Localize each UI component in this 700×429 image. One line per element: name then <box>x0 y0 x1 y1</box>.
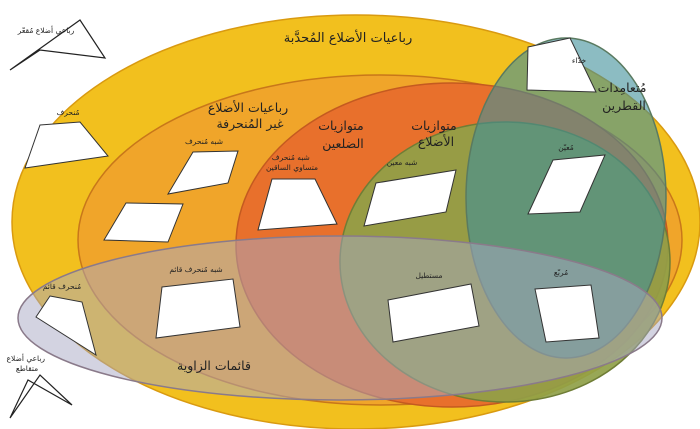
crossed-label-line1: رباعي أضلاع <box>7 353 46 363</box>
trapezoid-shape <box>24 121 109 169</box>
nonconvex-shape <box>9 19 107 71</box>
nonconvex-label: رباعي أضلاع مُقعّر <box>17 25 75 35</box>
parallelograms-title: متوازيات الأضلاع <box>411 118 460 149</box>
crossed-shape <box>9 374 73 419</box>
isosceles-trapezoid-label-line2: متساوي الساقين <box>266 163 318 172</box>
parallelograms-title-line1: متوازيات <box>411 118 457 134</box>
isosceles-trapezoid-label-line1: شبه مُنحرف <box>272 153 310 162</box>
orthodiagonal-title-line1: مُتعامِدات <box>598 80 647 95</box>
nonparallel-title-line1: رباعيات الأضلاع <box>208 100 288 116</box>
rhombus-label: مُعيّن <box>558 143 574 152</box>
right-angled-title: قائمات الزاوية <box>177 358 251 374</box>
trapezoid-label: مُنحرف <box>56 108 79 117</box>
kite-shape-1 <box>167 150 239 195</box>
bisosceles-title: متوازيات الضلعين <box>318 118 367 152</box>
nonparallel-title: رباعيات الأضلاع غير المُنحرفة <box>208 100 292 132</box>
dart-label: خدّاء <box>572 56 587 65</box>
bisosceles-title-line2: الضلعين <box>322 136 364 152</box>
rectangle-shape <box>387 283 480 343</box>
square-shape <box>534 284 600 343</box>
crossed-label: رباعي أضلاع متقاطع <box>7 353 48 373</box>
orthodiagonal-title: مُتعامِدات القطرين <box>598 80 651 114</box>
rhomboid-label: شبه معين <box>387 158 418 167</box>
isosceles-trapezoid-shape <box>257 178 338 231</box>
kite-label: شبه مُنحرف <box>185 137 223 146</box>
orthodiagonal-title-line2: القطرين <box>602 98 646 114</box>
square-label: مُربّع <box>554 268 568 277</box>
isosceles-trapezoid-label: شبه مُنحرف متساوي الساقين <box>266 153 318 172</box>
right-trapezoid-shape <box>155 278 241 339</box>
convex-title: رباعيات الأضلاع المُحدَّبة <box>284 29 412 46</box>
right-trapezoid-label: شبه مُنحرف قائم <box>169 265 222 274</box>
bisosceles-title-line1: متوازيات <box>318 118 364 134</box>
rhomboid-shape <box>363 169 457 227</box>
parallelograms-title-line2: الأضلاع <box>418 134 454 149</box>
rectangle-label: مستطيل <box>415 271 442 280</box>
crossed-label-line2: متقاطع <box>16 364 38 373</box>
right-kite-shape <box>35 295 97 357</box>
right-kite-label: مُنحرف قائم <box>43 282 81 291</box>
rhombus-shape <box>527 154 606 215</box>
nonparallel-title-line2: غير المُنحرفة <box>216 116 284 132</box>
dart-shape <box>526 37 597 93</box>
right-angled-region <box>17 235 663 401</box>
kite-shape-2 <box>103 202 184 243</box>
